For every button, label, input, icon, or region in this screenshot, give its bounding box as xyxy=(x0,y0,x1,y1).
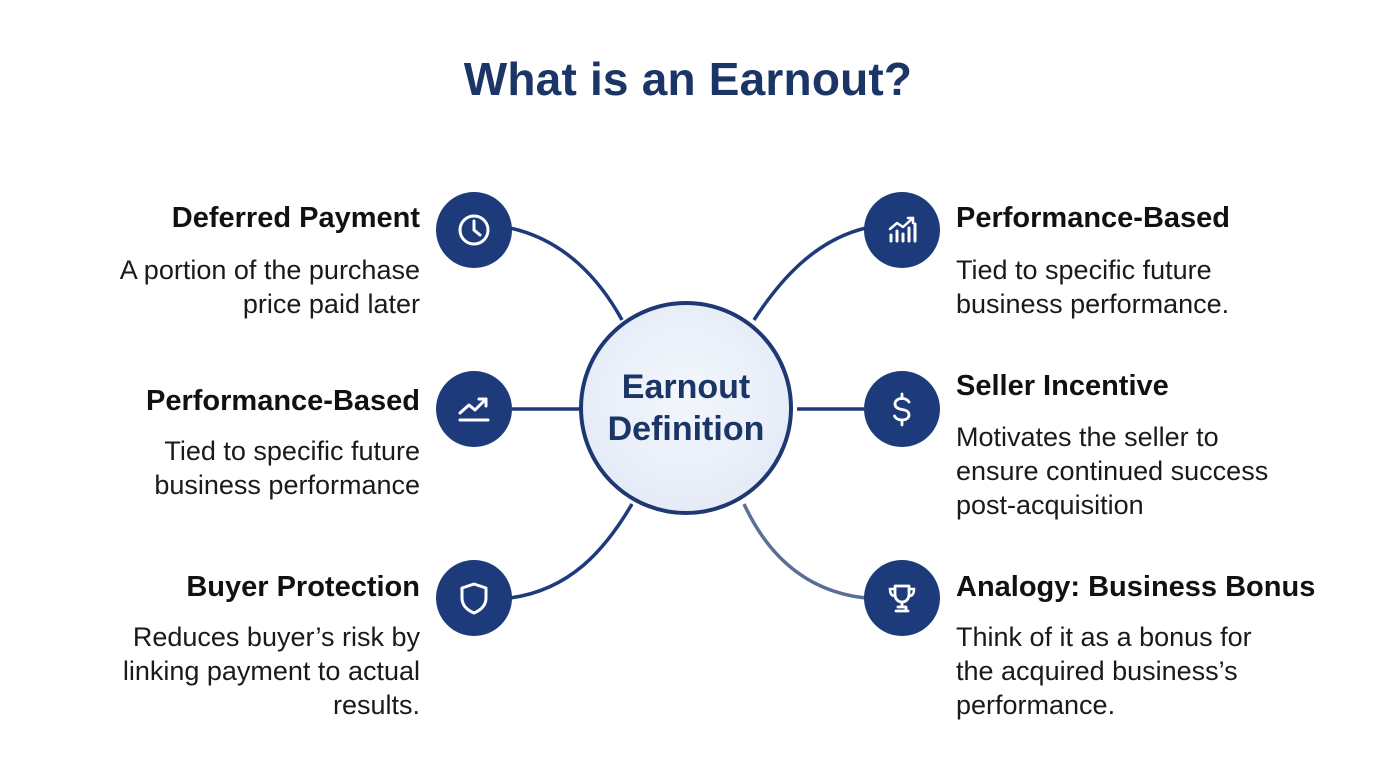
node-desc-performance-based-right: Tied to specific future business perform… xyxy=(956,255,1230,319)
connector-buyer-protection xyxy=(509,503,634,600)
trend-up-icon xyxy=(436,371,512,447)
shield-icon xyxy=(436,560,512,636)
node-title-performance-based-right: Performance-Based xyxy=(956,202,1230,234)
node-desc-deferred-payment: A portion of the purchase price paid lat… xyxy=(119,255,420,319)
clock-icon xyxy=(436,192,512,268)
node-title-business-bonus: Analogy: Business Bonus xyxy=(956,571,1316,603)
node-title-buyer-protection: Buyer Protection xyxy=(186,571,420,603)
node-title-seller-incentive: Seller Incentive xyxy=(956,370,1169,402)
connector-business-bonus xyxy=(742,503,867,600)
connector-performance-based-right xyxy=(752,226,867,321)
hub-circle: Earnout Definition xyxy=(579,301,793,515)
node-title-deferred-payment: Deferred Payment xyxy=(171,202,420,234)
trophy-icon xyxy=(864,560,940,636)
bar-chart-icon xyxy=(864,192,940,268)
hub-label: Earnout Definition xyxy=(607,368,765,448)
page-title: What is an Earnout? xyxy=(463,53,913,105)
node-desc-performance-based-left: Tied to specific future business perform… xyxy=(154,436,420,500)
node-title-performance-based-left: Performance-Based xyxy=(146,385,420,417)
node-desc-buyer-protection: Reduces buyer’s risk by linking payment … xyxy=(122,622,420,720)
node-desc-business-bonus: Think of it as a bonus for the acquired … xyxy=(956,622,1252,720)
connector-deferred-payment xyxy=(509,226,624,321)
node-desc-seller-incentive: Motivates the seller to ensure continued… xyxy=(956,422,1269,520)
dollar-icon xyxy=(864,371,940,447)
